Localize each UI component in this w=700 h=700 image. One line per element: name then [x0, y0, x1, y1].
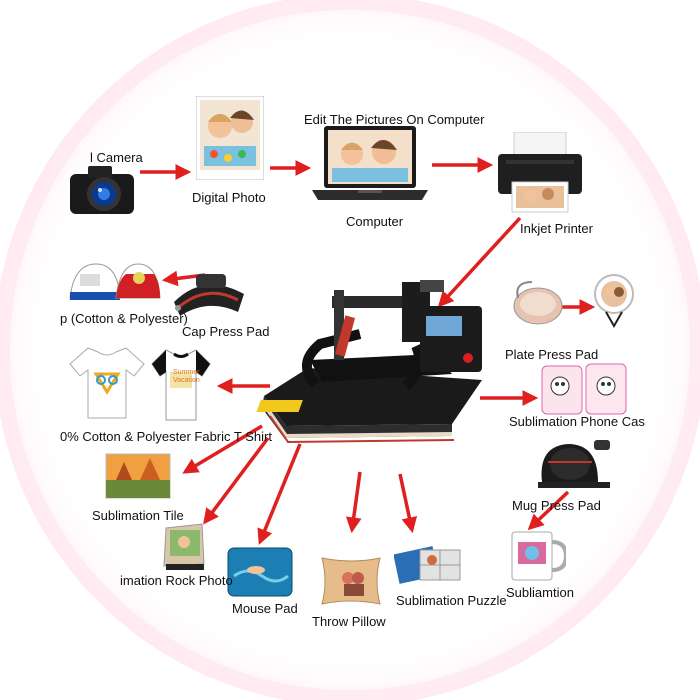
mug-press-pad-image: [538, 440, 610, 488]
label-throw-pillow: Throw Pillow: [312, 614, 386, 629]
label-mouse-pad: Mouse Pad: [232, 601, 298, 616]
caps-image: [69, 263, 161, 300]
arrow-press-to-tile: [182, 424, 263, 474]
label-camera: l Camera: [90, 150, 143, 165]
mug-image: [511, 531, 566, 581]
label-phone-case: Sublimation Phone Cas: [509, 414, 645, 429]
rock-photo-image: [163, 523, 205, 570]
printed-plate-image: [594, 274, 634, 328]
label-mug: Subliamtion: [506, 585, 574, 600]
phone-cases-image: [541, 363, 627, 415]
arrow-press-to-puzzle: [398, 473, 418, 534]
white-tshirt-image: [69, 347, 145, 419]
arrow-press-to-pillow: [345, 471, 362, 534]
raglan-tshirt-image: [151, 349, 211, 421]
label-computer: Computer: [346, 214, 404, 229]
tshirt-print-text: Summer Vacation: [173, 369, 200, 384]
label-digital-photo: Digital Photo: [192, 190, 266, 205]
sublimation-tile-image: [105, 453, 171, 499]
laptop-icon: [312, 126, 428, 200]
label-sublimation-tile: Sublimation Tile: [92, 508, 184, 523]
mouse-pad-image: [227, 547, 293, 597]
label-cap-press-pad: Cap Press Pad: [182, 324, 270, 339]
puzzle-image: [394, 546, 461, 584]
camera-icon: [70, 166, 134, 214]
arrow-press-to-rock: [203, 436, 270, 525]
label-rock-photo: imation Rock Photo: [120, 573, 233, 588]
label-sublimation-puzzle: Sublimation Puzzle: [396, 593, 507, 608]
label-mug-press-pad: Mug Press Pad: [512, 498, 601, 513]
label-plate-press-pad: Plate Press Pad: [505, 347, 599, 362]
label-tshirt: 0% Cotton & Polyester Fabric T Shirt: [60, 429, 272, 444]
arrow-press-to-mousepad: [257, 443, 302, 545]
plate-press-pad-image: [513, 281, 563, 325]
arrow-printer-to-press: [437, 216, 522, 308]
heat-press-machine: [256, 280, 482, 444]
label-inkjet-printer: Inkjet Printer: [520, 221, 593, 236]
cap-press-pad-image: [174, 274, 244, 316]
printer-icon: [498, 132, 582, 213]
arrow-mugpad-to-mug: [527, 490, 570, 531]
throw-pillow-image: [321, 557, 381, 605]
digital-photo-image: [196, 96, 264, 180]
label-edit-title: Edit The Pictures On Computer: [304, 112, 485, 127]
label-cap: p (Cotton & Polyester): [60, 311, 188, 326]
